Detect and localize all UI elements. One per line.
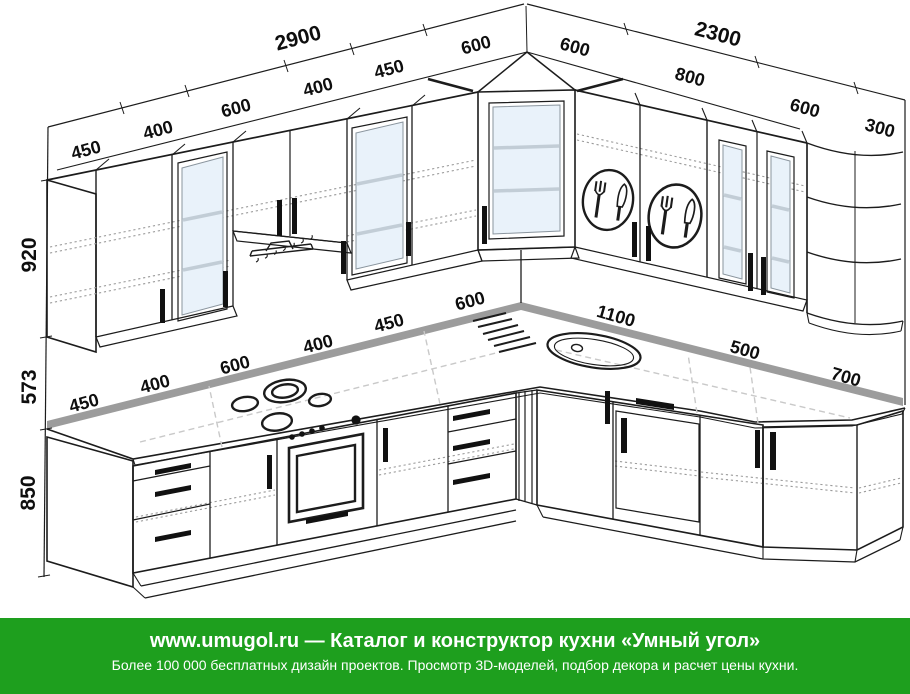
door-handle	[223, 271, 228, 307]
backsplash-strip-left	[47, 302, 521, 429]
drawer-handle	[453, 439, 490, 451]
door-handle	[292, 198, 297, 234]
promo-banner: www.umugol.ru — Каталог и конструктор ку…	[0, 618, 910, 694]
cutlery-logo	[581, 168, 635, 232]
oven-handle	[306, 511, 348, 524]
base-cabinets-left	[46, 392, 517, 599]
door-handle	[646, 226, 651, 261]
door-handle	[383, 428, 388, 462]
oven	[287, 415, 365, 524]
dim-height-base: 850	[17, 475, 40, 510]
door-handle	[267, 455, 272, 489]
door-handle	[406, 222, 411, 256]
door-handle	[748, 253, 753, 291]
door-handle	[621, 418, 627, 453]
upper-corner-cabinet	[427, 5, 624, 303]
dim-wall-right-total: 2300	[692, 17, 743, 51]
drawer-handle	[453, 409, 490, 421]
base-corner-post	[515, 389, 538, 506]
door-handle	[277, 200, 282, 236]
door-handle	[761, 257, 766, 295]
upper-cabinets-left	[46, 91, 483, 354]
door-handle	[632, 222, 637, 257]
glass-door	[766, 150, 795, 299]
drawer-handle	[453, 473, 490, 485]
drawer-handle	[155, 485, 191, 497]
upper-cabinet-top-faces	[56, 51, 808, 171]
door-handle	[341, 241, 346, 274]
base-drawer-unit-5	[447, 409, 517, 485]
door-handle	[755, 430, 760, 468]
upper-cabinets-right	[570, 89, 904, 336]
backsplash-strip-right	[521, 302, 903, 406]
dim-upper-left-3: 400	[301, 73, 335, 100]
drawer-handle	[155, 530, 191, 542]
glass-door	[488, 100, 565, 240]
door-handle	[770, 432, 776, 470]
base-cabinets-right	[536, 389, 904, 563]
base-end-panel	[46, 435, 134, 589]
counter-seam-lines	[139, 330, 851, 448]
appliance-handle	[636, 398, 674, 410]
cooktop-burners	[230, 378, 333, 432]
base-drawer-unit-1	[132, 463, 211, 542]
countertop	[46, 302, 906, 466]
cutlery-logo	[647, 183, 703, 249]
glass-door	[177, 151, 228, 322]
door-handle	[160, 289, 165, 323]
kitchen-dimension-drawing: 2900 2300 450 400 600 400 450 600 600 80…	[17, 3, 906, 599]
glass-door	[351, 116, 408, 276]
sink-drainer-lines	[472, 312, 537, 353]
extractor-hood	[249, 235, 314, 263]
door-handle	[605, 391, 610, 424]
upper-end-panel	[46, 178, 97, 354]
dim-upper-left-4: 450	[372, 55, 406, 82]
dim-upper-right-3: 300	[863, 114, 897, 141]
door-handle	[482, 206, 487, 244]
dim-upper-left-2: 600	[219, 94, 253, 121]
dim-upper-left-1: 400	[141, 116, 175, 143]
glass-door	[718, 139, 747, 285]
banner-title: www.umugol.ru — Каталог и конструктор ку…	[149, 630, 761, 652]
corner-open-shelves	[806, 142, 904, 336]
dim-height-apron: 573	[18, 369, 41, 404]
dim-height-upper: 920	[18, 237, 41, 272]
base-corner-end-unit	[762, 409, 904, 551]
dimension-lines	[37, 3, 906, 578]
dim-upper-right-1: 800	[673, 63, 707, 90]
dim-wall-left-total: 2900	[273, 21, 324, 55]
sink	[546, 332, 642, 370]
dim-upper-right-0: 600	[558, 33, 592, 60]
drawer-handle	[155, 463, 191, 475]
hood-cabinet	[232, 131, 352, 254]
dim-upper-right-2: 600	[788, 94, 822, 121]
banner-subtitle: Более 100 000 бесплатных дизайн проектов…	[111, 657, 799, 673]
dim-upper-left-5: 600	[459, 31, 493, 58]
appliance-front	[615, 398, 700, 523]
dim-counter-left-5: 600	[453, 287, 487, 314]
